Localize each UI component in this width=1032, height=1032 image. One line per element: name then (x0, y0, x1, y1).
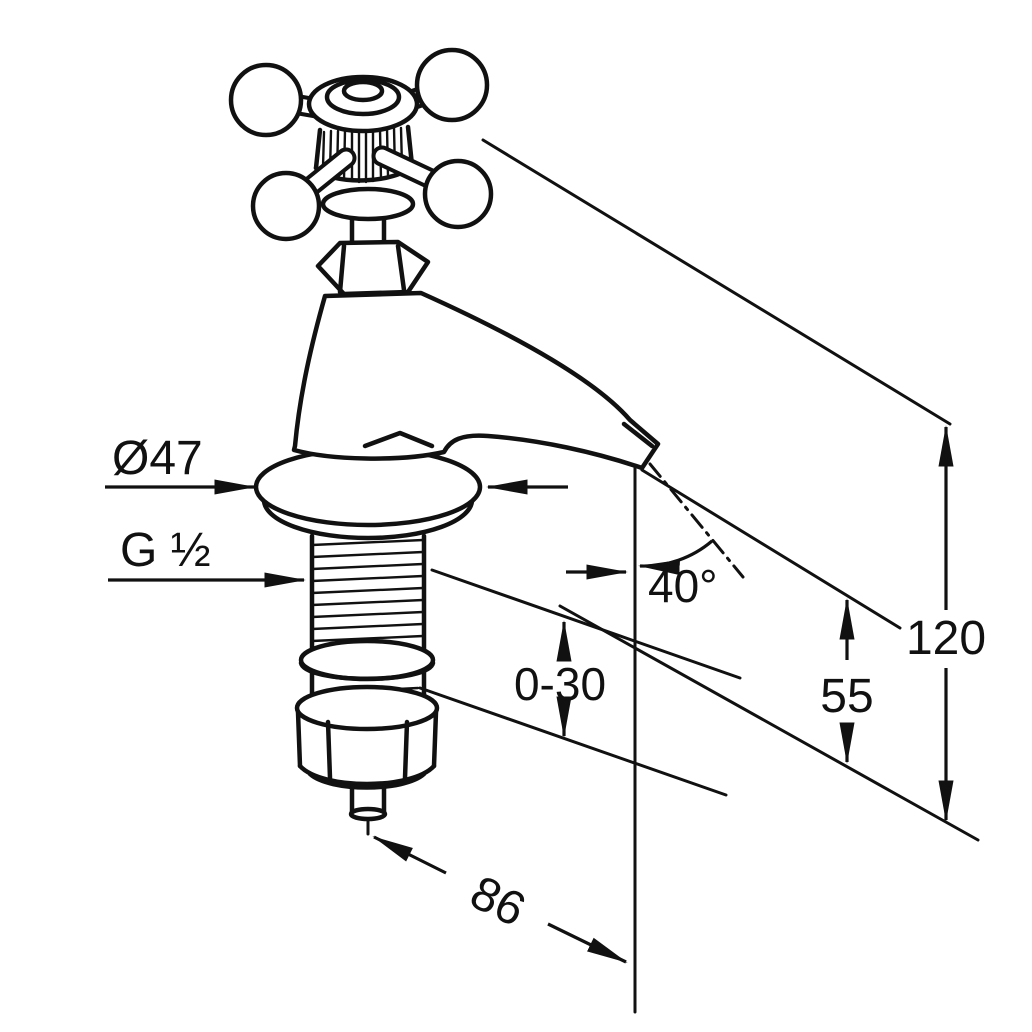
dim-diameter: Ø47 (105, 432, 568, 495)
dim-deck-label: 0-30 (514, 658, 606, 710)
bonnet (315, 213, 431, 297)
handle-ball (228, 62, 304, 138)
flange (253, 446, 483, 541)
faucet (228, 47, 661, 836)
spout (291, 290, 661, 471)
dim-120-label: 120 (906, 612, 986, 665)
dim-thread: G ½ (108, 524, 306, 588)
dim-86-label: 86 (462, 866, 533, 937)
dim-reach-86: 86 (372, 835, 628, 964)
handle-ball (422, 158, 494, 230)
threaded-shank (298, 533, 436, 703)
dim-height-55: 55 (820, 598, 874, 764)
dim-angle: 40° (566, 462, 745, 612)
dim-height-120: 120 (906, 425, 986, 822)
dim-thread-label: G ½ (120, 524, 211, 577)
locknut (294, 684, 440, 836)
handle-ball (414, 47, 490, 123)
handle (228, 47, 494, 242)
reference-lines (418, 138, 980, 1014)
handle-cap (306, 74, 420, 134)
dim-angle-label: 40° (648, 560, 718, 612)
dim-55-label: 55 (820, 670, 873, 723)
dim-deck-thickness: 0-30 (514, 620, 606, 738)
handle-ball (250, 170, 322, 242)
dim-diameter-label: Ø47 (112, 432, 203, 485)
